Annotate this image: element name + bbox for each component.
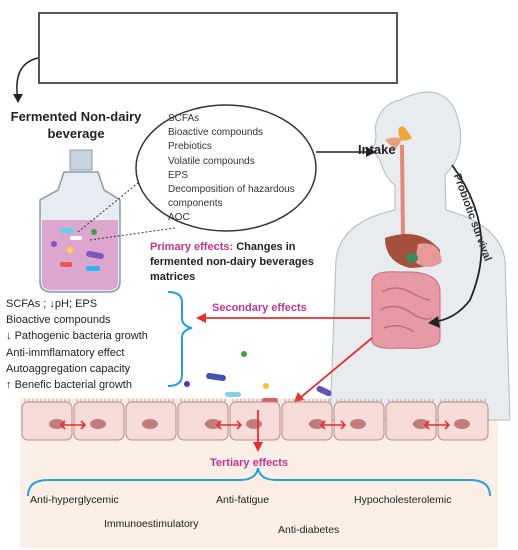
mouth xyxy=(385,137,402,150)
microvilli xyxy=(180,399,226,402)
list-item: ↓ Pathogenic bacteria growth xyxy=(6,330,148,343)
cell-nucleus xyxy=(142,419,158,429)
cell-nucleus xyxy=(246,419,262,429)
bacteria-cluster xyxy=(184,351,332,403)
microvilli xyxy=(24,399,70,402)
epithelial-cell xyxy=(177,401,229,441)
secondary-effects-label: Secondary effects xyxy=(212,302,307,314)
microvilli xyxy=(284,399,330,402)
tight-junction-arrow xyxy=(319,420,347,430)
salivary-gland xyxy=(398,126,412,141)
probiotic-survival-arrow xyxy=(431,164,483,323)
microvilli xyxy=(336,399,382,402)
microvilli xyxy=(128,399,174,402)
tertiary-brace xyxy=(27,467,491,497)
list-item: Anti-immflamatory effect xyxy=(6,346,125,359)
compounds-list: SCFAs Bioactive compounds Prebiotics Vol… xyxy=(168,112,308,226)
gut-to-epithelium-arrow xyxy=(299,337,373,399)
intake-label: Intake xyxy=(358,142,396,157)
tight-junction-arrow xyxy=(423,420,451,430)
list-item: Autoaggregation capacity xyxy=(6,362,131,375)
tight-junction-arrow xyxy=(215,420,243,430)
cell-nucleus xyxy=(205,419,221,429)
secondary-bracket xyxy=(167,291,193,387)
epithelial-cell xyxy=(385,401,437,441)
stomach xyxy=(415,243,442,267)
cell-nucleus xyxy=(454,419,470,429)
fermented-beverage-title: Fermented Non-dairy beverage xyxy=(10,109,142,141)
microvilli xyxy=(232,399,278,402)
primary-effects: Primary effects: Changes in fermented no… xyxy=(150,240,350,285)
list-item: ↑ Benefic bacterial growth xyxy=(6,379,132,392)
bottle-icon xyxy=(39,149,121,293)
outcome-hypocholesterolemic: Hypocholesterolemic xyxy=(354,494,452,506)
compounds-bubble xyxy=(135,104,317,232)
epithelial-cell xyxy=(281,401,333,441)
human-body xyxy=(329,91,511,421)
cell-nucleus xyxy=(309,419,325,429)
outcome-anti-hyperglycemic: Anti-hyperglycemic xyxy=(30,494,119,506)
compound-item: Bioactive compounds xyxy=(168,127,264,139)
compound-item: SCFAs xyxy=(168,113,200,124)
compound-item: AOC xyxy=(168,212,190,224)
compound-item: EPS xyxy=(168,169,189,181)
primary-effects-text: Changes in fermented non-dairy beverages… xyxy=(150,241,314,283)
esophagus xyxy=(400,144,405,241)
primary-effects-label: Primary effects: xyxy=(150,241,234,253)
cell-nucleus xyxy=(90,419,106,429)
compound-item: Prebiotics xyxy=(168,141,212,153)
compound-item: Decomposition of hazardous components xyxy=(168,184,295,210)
tertiary-effects-label: Tertiary effects xyxy=(210,457,289,469)
microvilli xyxy=(388,399,434,402)
list-item: Bioactive compounds xyxy=(6,314,111,327)
cell-nucleus xyxy=(413,419,429,429)
cell-nucleus xyxy=(49,419,65,429)
food-to-beverage-arrow xyxy=(16,57,39,101)
epithelium xyxy=(21,399,489,441)
cell-nucleus xyxy=(350,419,366,429)
list-item: SCFAs ; ↓pH; EPS xyxy=(6,298,98,310)
outcome-anti-diabetes: Anti-diabetes xyxy=(278,524,340,536)
gallbladder xyxy=(406,253,418,263)
outcome-immunoestimulatory: Immunoestimulatory xyxy=(104,518,199,530)
secondary-effects-list: SCFAs ; ↓pH; EPS Bioactive compounds ↓ P… xyxy=(6,296,148,393)
tight-junction-arrow xyxy=(59,420,87,430)
microvilli xyxy=(76,399,122,402)
compound-item: Volatile compounds xyxy=(168,155,255,167)
food-sources-box xyxy=(38,12,398,84)
outcome-anti-fatigue: Anti-fatigue xyxy=(216,494,270,506)
microvilli xyxy=(440,399,486,402)
epithelial-cell xyxy=(21,401,73,441)
